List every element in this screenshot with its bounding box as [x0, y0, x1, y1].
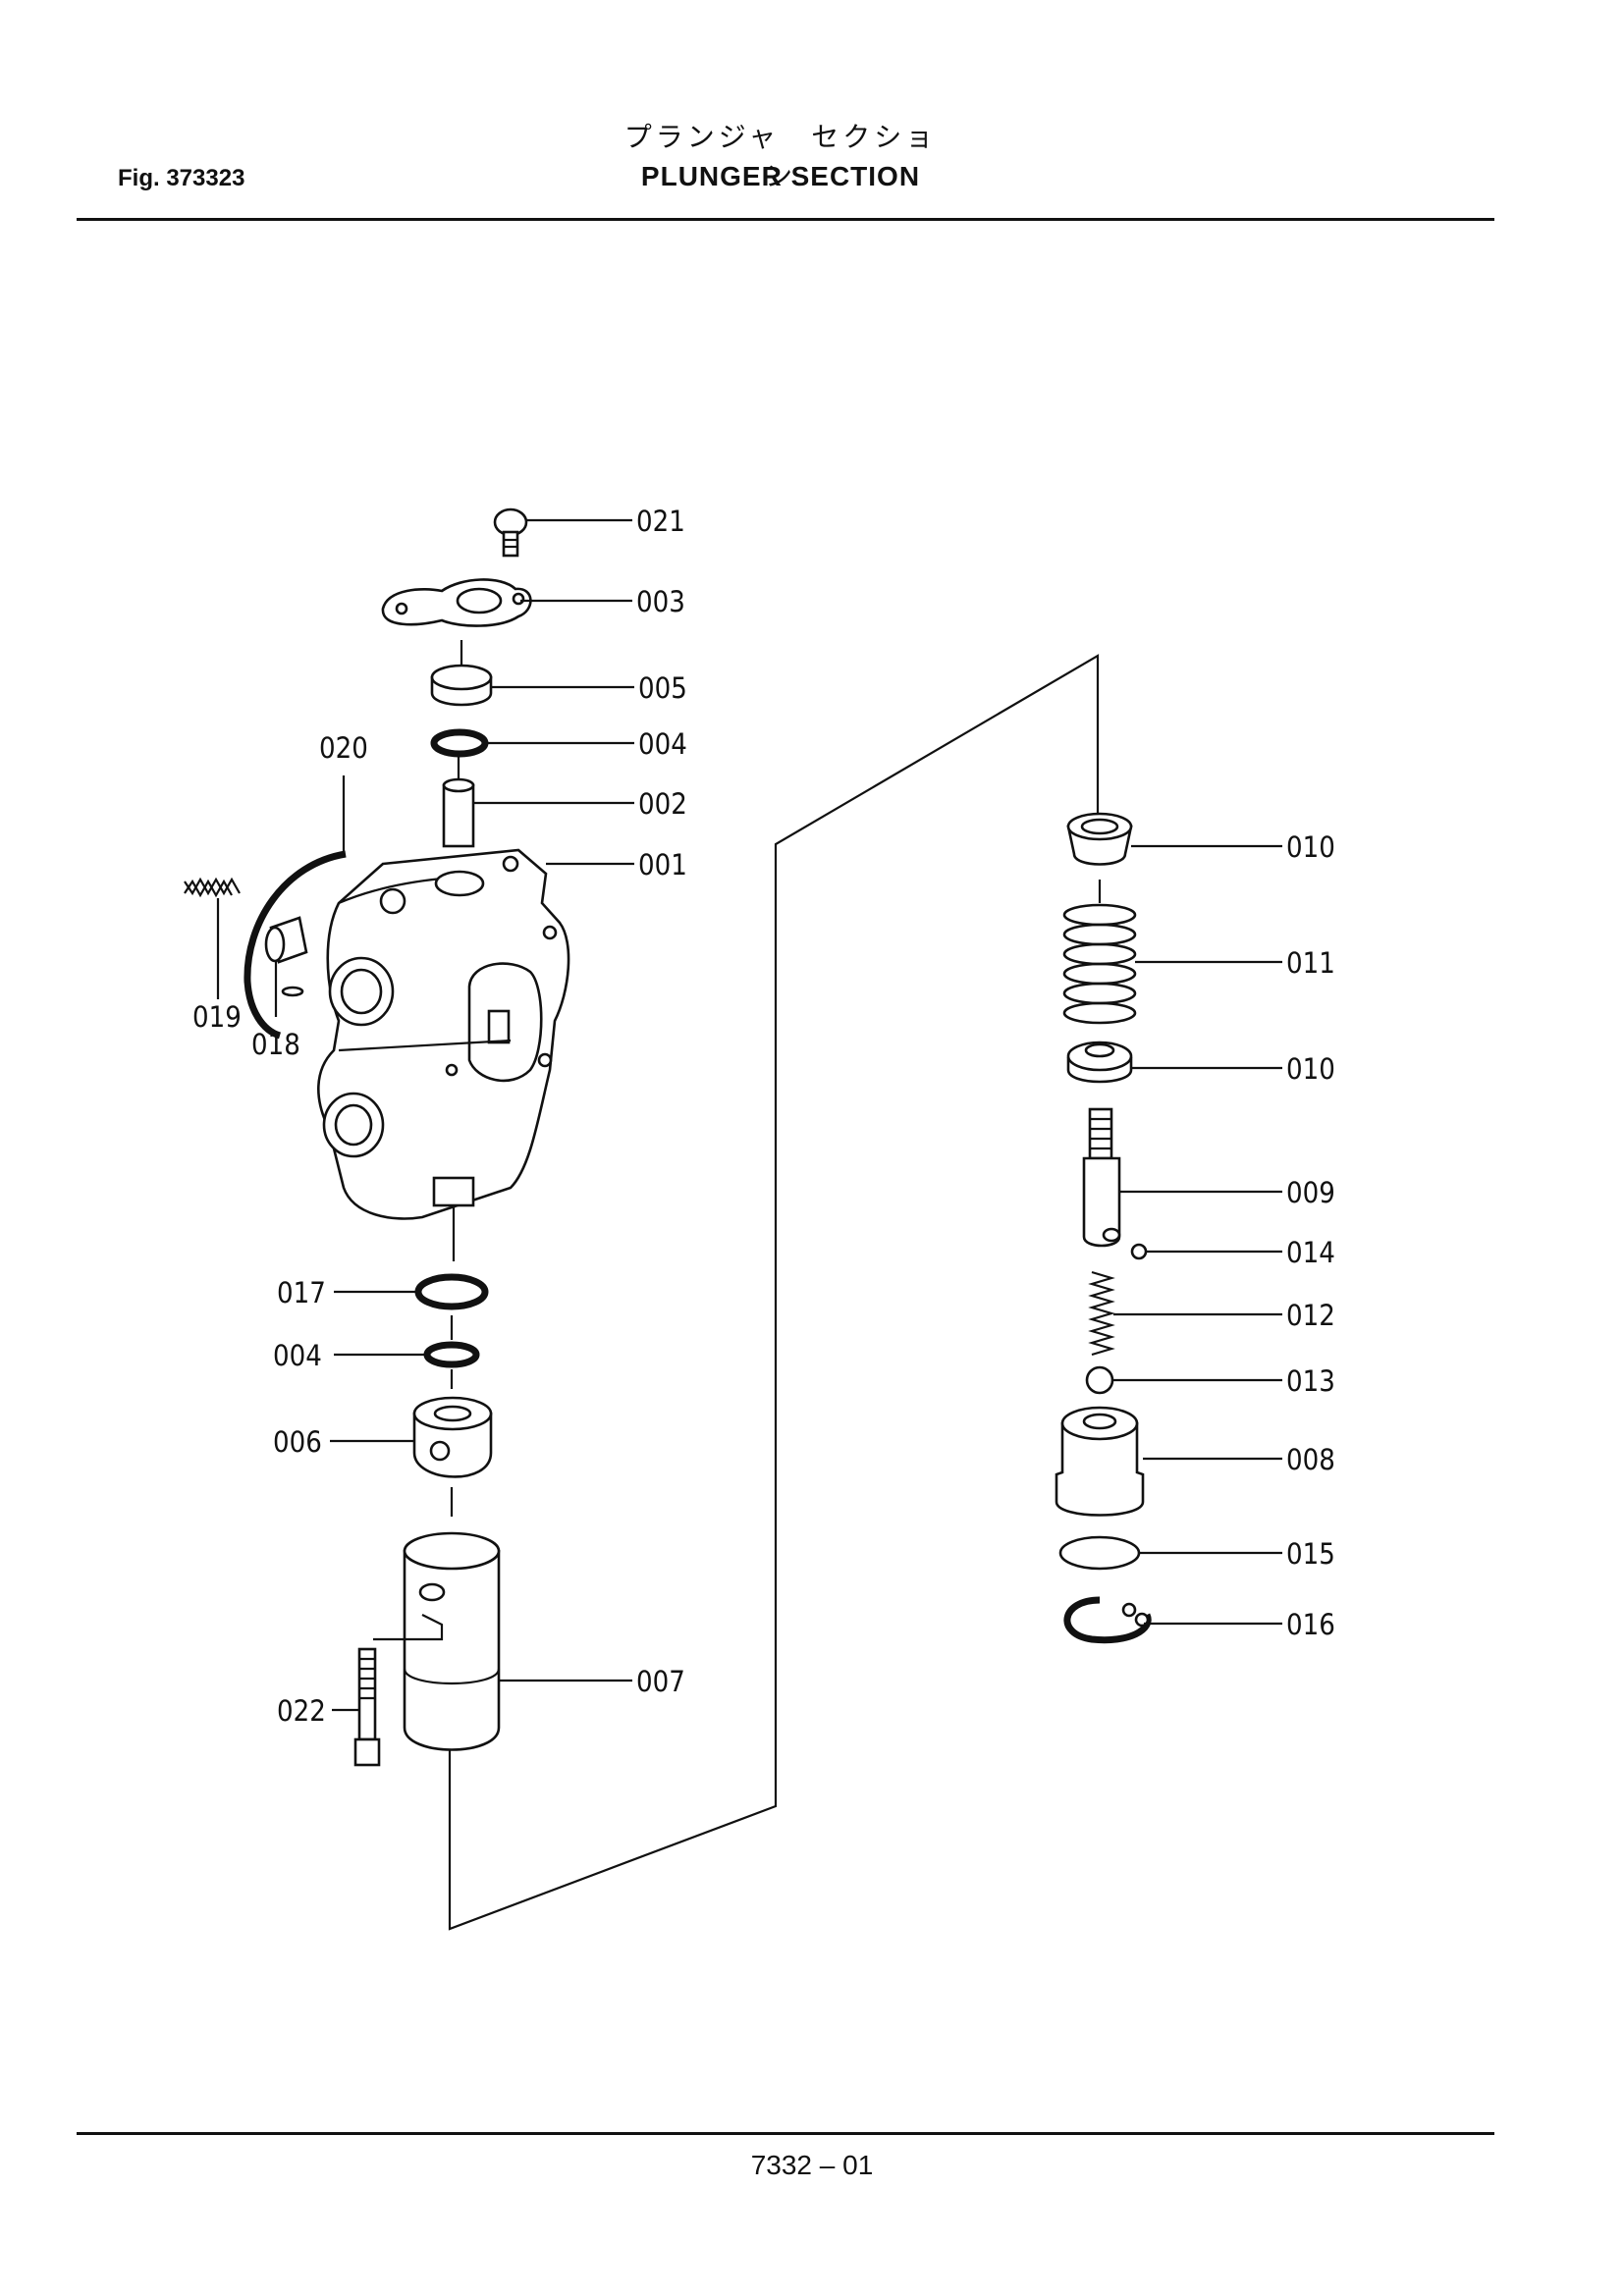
part-006-adapter: [412, 1396, 493, 1517]
part-017-oring: [414, 1273, 489, 1310]
callout-015: 015: [1286, 1537, 1335, 1571]
callout-010-lower: 010: [1286, 1052, 1335, 1086]
part-022-bolt: [353, 1647, 381, 1767]
callout-010-upper: 010: [1286, 830, 1335, 864]
callout-012: 012: [1286, 1299, 1335, 1332]
part-002-stem: [442, 756, 475, 848]
callout-004-upper: 004: [638, 727, 687, 761]
part-001-valve-body: [317, 848, 570, 1261]
header-rule: [77, 218, 1494, 221]
callout-002: 002: [638, 787, 687, 821]
part-021-screw: [493, 507, 528, 558]
footer-rule: [77, 2132, 1494, 2135]
part-020-ring: [244, 850, 347, 1040]
part-011-spring: [1062, 903, 1137, 1025]
callout-014: 014: [1286, 1236, 1335, 1269]
page-number: 7332 – 01: [750, 2150, 874, 2180]
callout-021: 021: [636, 505, 685, 538]
part-003-plate: [381, 578, 532, 627]
part-012-spring: [1088, 1270, 1115, 1357]
part-013-ball: [1085, 1365, 1114, 1395]
part-010-seat-upper: [1066, 812, 1133, 866]
callout-013: 013: [1286, 1364, 1335, 1398]
part-004-oring-lower: [423, 1341, 480, 1368]
title-japanese: プランジャ セクション: [623, 121, 938, 192]
part-019-spring: [184, 877, 241, 898]
part-007-cover: [373, 1531, 501, 1751]
callout-007: 007: [636, 1665, 685, 1698]
part-010-seat-lower: [1066, 1041, 1133, 1084]
callout-017: 017: [277, 1276, 326, 1309]
callout-001: 001: [638, 848, 687, 881]
callout-labels: 021 003 005 004 002 001 020 019 018 017 …: [192, 505, 1335, 1728]
part-014-ball: [1130, 1243, 1148, 1260]
callout-005: 005: [638, 671, 687, 705]
figure-number: Fig. 373323: [118, 165, 245, 191]
leader-lines: [216, 518, 1282, 1712]
callout-018: 018: [251, 1028, 300, 1061]
callout-016: 016: [1286, 1608, 1335, 1641]
part-008-sleeve: [1055, 1406, 1145, 1517]
callout-020: 020: [319, 731, 368, 765]
callout-003: 003: [636, 585, 685, 618]
part-004-oring-top: [430, 728, 489, 758]
page-title: PLUNGER SECTION: [640, 161, 921, 191]
part-015-disc: [1058, 1535, 1141, 1571]
assembly-link-lines: [448, 654, 1100, 1931]
part-009-plunger: [1082, 1107, 1121, 1248]
callout-009: 009: [1286, 1176, 1335, 1209]
callout-019: 019: [192, 1000, 242, 1034]
callout-008: 008: [1286, 1443, 1335, 1476]
part-016-snapring: [1063, 1596, 1152, 1644]
part-005-cap: [430, 664, 493, 707]
callout-004-lower: 004: [273, 1339, 322, 1372]
part-018-poppet: [264, 916, 308, 997]
callout-006: 006: [273, 1425, 322, 1459]
callout-022: 022: [277, 1694, 326, 1728]
callout-011: 011: [1286, 946, 1335, 980]
